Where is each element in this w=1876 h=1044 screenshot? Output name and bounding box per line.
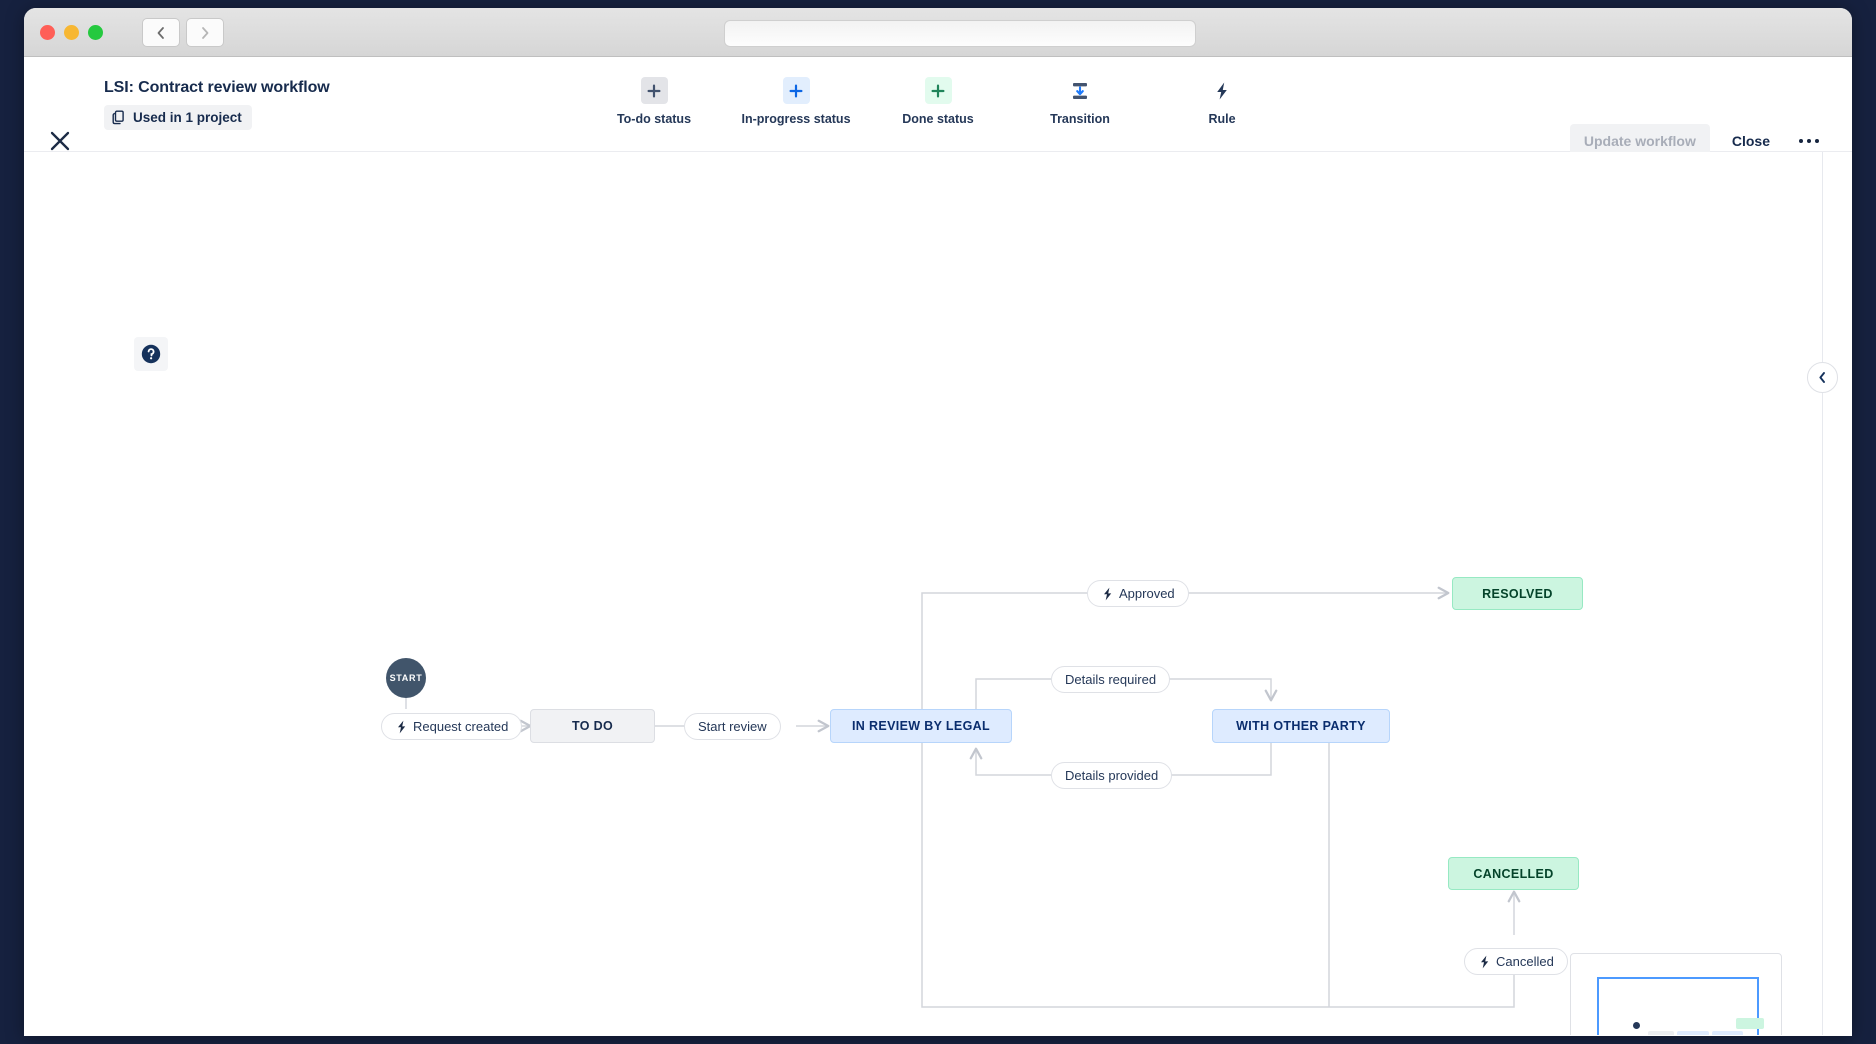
transition-details-required[interactable]: Details required [1051, 666, 1171, 693]
chevron-right-icon [202, 26, 209, 39]
tool-label: In-progress status [741, 112, 851, 126]
close-editor-button[interactable] [42, 123, 78, 159]
node-label: WITH OTHER PARTY [1236, 719, 1366, 733]
panel-divider [1822, 152, 1823, 1035]
transition-request-created[interactable]: Request created [381, 713, 523, 740]
transition-label: Cancelled [1496, 954, 1554, 969]
lightning-bolt-icon [398, 720, 406, 733]
more-horizontal-icon [1814, 138, 1820, 144]
transition-icon [1067, 77, 1094, 104]
address-bar[interactable] [724, 20, 1196, 47]
page-title: LSI: Contract review workflow [104, 79, 330, 96]
maximize-window-button[interactable] [88, 25, 103, 40]
transition-label: Details provided [1065, 768, 1159, 783]
close-window-button[interactable] [40, 25, 55, 40]
browser-window: LSI: Contract review workflow Used in 1 … [24, 8, 1852, 1036]
add-done-status-button[interactable]: Done status [882, 77, 994, 126]
lightning-bolt-icon [1209, 77, 1236, 104]
more-options-button[interactable] [1792, 125, 1826, 157]
tool-label: Done status [902, 112, 974, 126]
usage-badge-label: Used in 1 project [133, 110, 242, 125]
transition-details-provided[interactable]: Details provided [1051, 762, 1173, 789]
workflow-edges [405, 586, 1521, 1008]
help-button[interactable] [134, 337, 168, 371]
chevron-left-icon [157, 26, 164, 39]
node-label: RESOLVED [1482, 586, 1553, 601]
transition-label: Start review [698, 719, 767, 734]
workflow-canvas[interactable]: START TO DO IN REVIEW BY LEGAL WITH OTHE… [24, 152, 1852, 1035]
minimap-viewport[interactable] [1597, 977, 1759, 1035]
chevron-left-icon [1819, 372, 1825, 383]
node-label: START [389, 673, 423, 683]
minimap[interactable] [1570, 953, 1782, 1035]
more-horizontal-icon [1806, 138, 1812, 144]
tool-label: Transition [1050, 112, 1110, 126]
add-todo-status-button[interactable]: To-do status [598, 77, 710, 126]
transition-start-review[interactable]: Start review [684, 713, 781, 740]
close-button[interactable]: Close [1724, 124, 1778, 158]
window-controls [40, 25, 103, 40]
transition-label: Request created [413, 719, 509, 734]
lightning-bolt-icon [1104, 587, 1112, 600]
transition-approved[interactable]: Approved [1087, 580, 1189, 607]
workflow-header: LSI: Contract review workflow Used in 1 … [24, 57, 1852, 158]
browser-titlebar [24, 8, 1852, 57]
minimap-node [1712, 1031, 1743, 1035]
minimap-node [1648, 1031, 1674, 1035]
node-to-do[interactable]: TO DO [530, 709, 655, 743]
more-horizontal-icon [1798, 138, 1804, 144]
copy-icon [112, 110, 124, 125]
node-cancelled[interactable]: CANCELLED [1448, 857, 1579, 890]
minimap-node [1677, 1031, 1709, 1035]
transition-label: Approved [1119, 586, 1175, 601]
add-rule-button[interactable]: Rule [1166, 77, 1278, 126]
node-in-review-by-legal[interactable]: IN REVIEW BY LEGAL [830, 709, 1012, 743]
node-start[interactable]: START [386, 658, 426, 698]
tool-label: To-do status [616, 112, 692, 126]
title-block: LSI: Contract review workflow Used in 1 … [104, 79, 330, 130]
back-button[interactable] [142, 18, 180, 47]
node-label: IN REVIEW BY LEGAL [851, 719, 991, 733]
close-icon [50, 131, 70, 151]
transition-cancelled[interactable]: Cancelled [1464, 948, 1568, 975]
tool-label: Rule [1208, 112, 1236, 126]
usage-badge[interactable]: Used in 1 project [104, 105, 252, 130]
minimap-node [1736, 1018, 1764, 1029]
collapse-panel-button[interactable] [1807, 362, 1838, 393]
help-circle-icon [141, 344, 161, 364]
node-label: TO DO [571, 719, 614, 733]
plus-icon [924, 77, 952, 104]
plus-icon [640, 77, 668, 104]
browser-nav-buttons [142, 18, 224, 47]
minimap-node [1633, 1022, 1640, 1029]
node-resolved[interactable]: RESOLVED [1452, 577, 1583, 610]
workflow-toolbar: To-do status In-progress status Done sta… [598, 77, 1278, 126]
forward-button[interactable] [186, 18, 224, 47]
lightning-bolt-icon [1481, 955, 1489, 968]
node-label: CANCELLED [1473, 866, 1554, 881]
add-transition-button[interactable]: Transition [1024, 77, 1136, 126]
node-with-other-party[interactable]: WITH OTHER PARTY [1212, 709, 1390, 743]
plus-icon [782, 77, 810, 104]
minimize-window-button[interactable] [64, 25, 79, 40]
transition-label: Details required [1065, 672, 1157, 687]
add-inprogress-status-button[interactable]: In-progress status [740, 77, 852, 126]
